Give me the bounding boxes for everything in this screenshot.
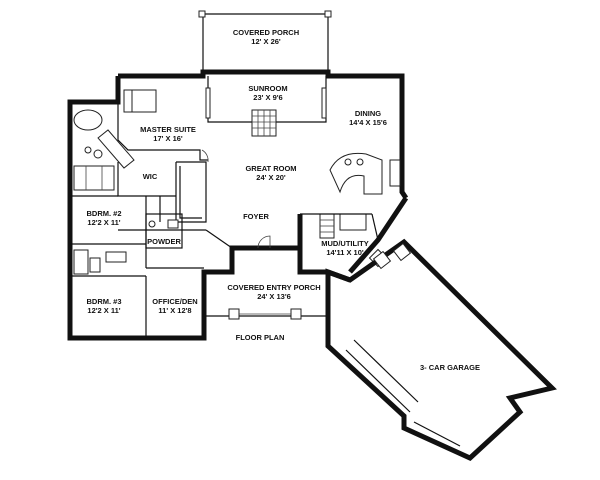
label-covered-porch-size: 12' X 26' [251, 37, 281, 46]
label-powder: POWDER [147, 237, 181, 246]
label-office-den-name: OFFICE/DEN [152, 297, 197, 306]
kitchen-island [319, 152, 401, 239]
label-garage: 3- CAR GARAGE [420, 363, 480, 372]
label-great-room-name: GREAT ROOM [245, 164, 296, 173]
label-sunroom-size: 23' X 9'6 [253, 93, 282, 102]
label-bdrm3-size: 12'2 X 11' [87, 306, 120, 315]
label-bdrm3-name: BDRM. #3 [86, 297, 121, 306]
label-foyer: FOYER [243, 212, 269, 221]
label-master-suite-size: 17' X 16' [153, 134, 183, 143]
label-office-den-size: 11' X 12'8 [158, 306, 191, 315]
label-covered-entry-porch-size: 24' X 13'6 [257, 292, 291, 301]
great-room-walls [201, 149, 271, 272]
label-mud-utility-name: MUD/UTILITY [321, 239, 369, 248]
wic-walls [117, 161, 207, 231]
label-great-room-size: 24' X 20' [256, 173, 286, 182]
label-bdrm2-name: BDRM. #2 [86, 209, 121, 218]
powder-room [145, 213, 183, 249]
label-covered-porch-name: COVERED PORCH [233, 28, 299, 37]
master-suite-walls [97, 89, 208, 169]
hall-bath [70, 249, 146, 277]
plan-title: FLOOR PLAN [236, 333, 285, 342]
label-wic: WIC [143, 172, 158, 181]
label-dining-size: 14'4 X 15'6 [349, 118, 387, 127]
master-bath-fixtures [73, 109, 115, 191]
garage-walls [325, 238, 557, 461]
covered-entry-porch-outline [203, 272, 328, 320]
label-mud-utility-size: 14'11 X 10' [326, 248, 364, 257]
label-covered-entry-porch-name: COVERED ENTRY PORCH [227, 283, 320, 292]
label-bdrm2-size: 12'2 X 11' [87, 218, 120, 227]
bdrm3-office-walls [145, 267, 204, 338]
label-sunroom-name: SUNROOM [248, 84, 287, 93]
label-dining-name: DINING [355, 109, 381, 118]
covered-porch-outline [198, 10, 332, 72]
sunroom-walls [205, 76, 327, 137]
label-master-suite-name: MASTER SUITE [140, 125, 196, 134]
